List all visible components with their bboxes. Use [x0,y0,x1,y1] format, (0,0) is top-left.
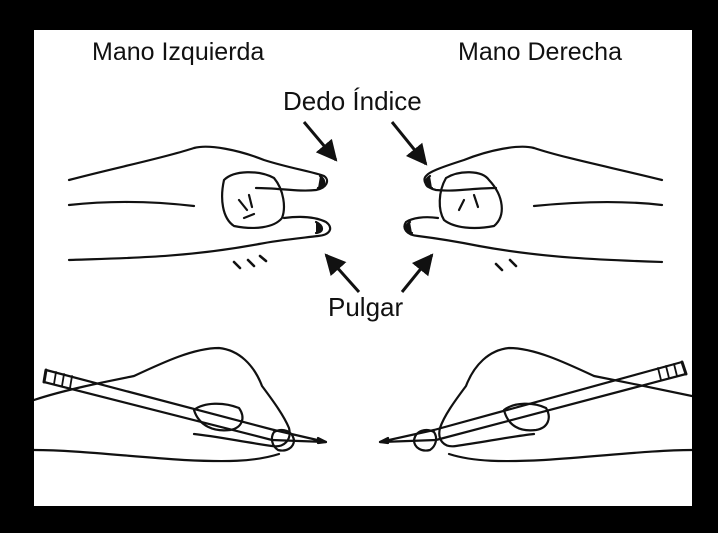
right-hand-pinch [403,145,664,272]
illustration-panel: Mano Izquierda Mano Derecha Dedo Índice … [34,30,692,506]
arrow-thumb-left [324,253,361,293]
left-hand-label: Mano Izquierda [92,38,265,66]
thumb-arrows [324,253,434,293]
arrow-thumb-right [400,253,434,293]
right-hand-label: Mano Derecha [458,38,622,66]
thumb-label: Pulgar [328,292,404,322]
index-finger-label: Dedo Índice [283,86,422,116]
arrow-index-right [390,121,428,166]
left-hand-pinch [67,145,332,270]
index-arrows [302,121,428,166]
hand-illustrations [34,121,692,463]
left-hand-pencil [34,346,328,463]
right-hand-pencil [378,346,692,463]
arrow-index-left [302,121,338,162]
